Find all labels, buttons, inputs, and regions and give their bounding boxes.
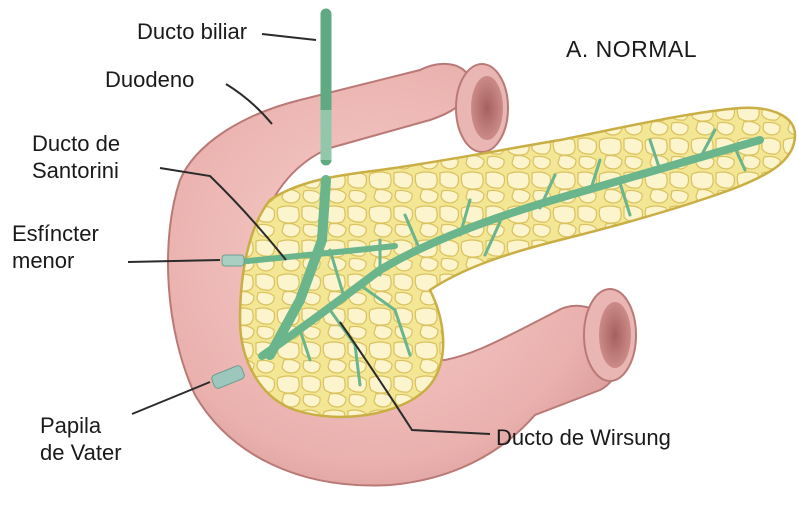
- label-minor-sphincter-line2: menor: [12, 247, 99, 274]
- label-bile-duct: Ducto biliar: [137, 18, 247, 45]
- label-minor-sphincter: Esfíncter menor: [12, 220, 99, 274]
- label-vater-line2: de Vater: [40, 439, 122, 466]
- minor-sphincter: [222, 255, 244, 266]
- label-duodenum: Duodeno: [105, 66, 194, 93]
- label-duct-of-wirsung: Ducto de Wirsung: [496, 424, 671, 451]
- label-santorini-line2: Santorini: [32, 157, 120, 184]
- label-papilla-of-vater: Papila de Vater: [40, 412, 122, 466]
- label-vater-line1: Papila: [40, 412, 122, 439]
- figure-title: A. NORMAL: [566, 36, 697, 63]
- label-santorini-line1: Ducto de: [32, 130, 120, 157]
- label-duct-of-santorini: Ducto de Santorini: [32, 130, 120, 184]
- leader-bile-duct: [262, 34, 316, 40]
- label-minor-sphincter-line1: Esfíncter: [12, 220, 99, 247]
